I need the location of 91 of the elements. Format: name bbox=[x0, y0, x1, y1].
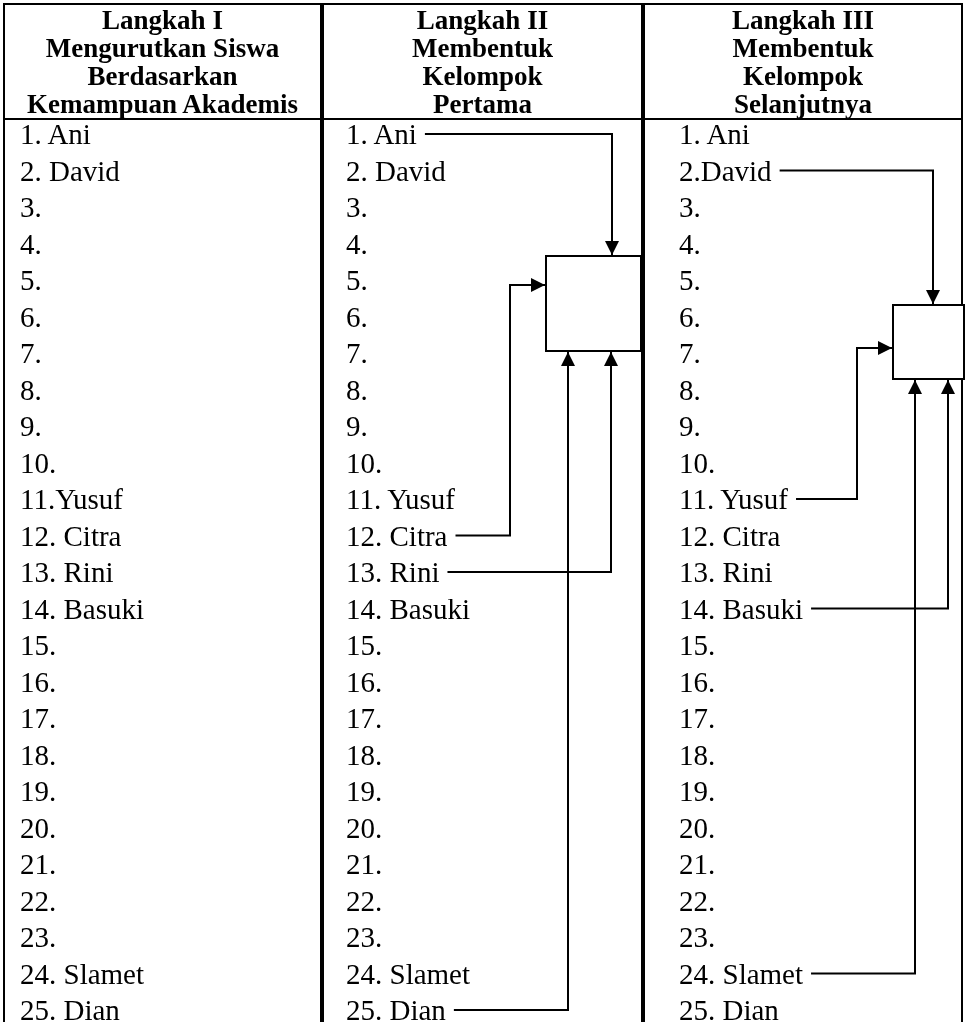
student-name: 21. bbox=[346, 848, 383, 880]
student-name: 1. Ani bbox=[679, 118, 750, 150]
student-name: 2.David bbox=[679, 154, 772, 187]
student-name: 19. bbox=[679, 775, 716, 807]
student-name: 2. David bbox=[346, 154, 446, 187]
group-box bbox=[892, 304, 965, 380]
student-name: 1. Ani bbox=[20, 118, 91, 150]
arrow bbox=[423, 133, 619, 256]
student-name: 17. bbox=[20, 702, 57, 734]
arrow bbox=[810, 379, 955, 610]
arrow bbox=[452, 351, 575, 1011]
student-name: 1. Ani bbox=[346, 118, 417, 150]
student-name: 15. bbox=[679, 629, 716, 661]
student-name: 18. bbox=[20, 738, 57, 771]
group-box bbox=[545, 255, 642, 352]
column-heading: Langkah II bbox=[416, 5, 549, 34]
student-name: 2. David bbox=[20, 154, 120, 187]
student-name: 12. Citra bbox=[20, 519, 122, 552]
student-name: 25. Dian bbox=[346, 994, 446, 1022]
student-name: 6. bbox=[679, 300, 701, 333]
student-name: 3. bbox=[20, 191, 42, 223]
student-name: 20. bbox=[679, 811, 716, 844]
student-name: 11. Yusuf bbox=[346, 483, 456, 515]
student-name: 23. bbox=[346, 921, 383, 953]
student-name: 12. Citra bbox=[679, 519, 781, 552]
student-name: 7. bbox=[679, 337, 701, 369]
arrow bbox=[795, 341, 893, 500]
student-name: 5. bbox=[346, 264, 368, 296]
student-name: 11. Yusuf bbox=[679, 483, 789, 515]
student-name: 17. bbox=[679, 702, 716, 734]
student-name: 16. bbox=[679, 665, 716, 698]
student-name: 25. Dian bbox=[679, 994, 779, 1022]
student-name: 12. Citra bbox=[346, 519, 448, 552]
student-name: 14. Basuki bbox=[20, 592, 145, 625]
student-name: 3. bbox=[679, 191, 701, 223]
arrow bbox=[778, 169, 940, 305]
student-name: 3. bbox=[346, 191, 368, 223]
student-name: 4. bbox=[346, 227, 368, 260]
student-name: 23. bbox=[679, 921, 716, 953]
table-column bbox=[643, 3, 963, 1022]
student-name: 4. bbox=[679, 227, 701, 260]
arrow bbox=[810, 379, 922, 975]
student-name: 16. bbox=[20, 665, 57, 698]
student-name: 22. bbox=[20, 884, 57, 917]
student-name: 14. Basuki bbox=[346, 592, 471, 625]
student-name: 10. bbox=[346, 446, 383, 479]
arrow bbox=[446, 351, 618, 573]
student-name: 13. Rini bbox=[20, 556, 114, 588]
student-name: 10. bbox=[20, 446, 57, 479]
student-name: 22. bbox=[346, 884, 383, 917]
student-name: 8. bbox=[679, 373, 701, 406]
column-heading: Langkah III bbox=[732, 5, 874, 34]
arrow bbox=[454, 278, 546, 537]
student-name: 20. bbox=[20, 811, 57, 844]
student-name: 6. bbox=[20, 300, 42, 333]
student-name: 8. bbox=[20, 373, 42, 406]
table-column bbox=[322, 3, 643, 1022]
student-name: 5. bbox=[679, 264, 701, 296]
student-name: 20. bbox=[346, 811, 383, 844]
student-name: 9. bbox=[20, 410, 42, 442]
student-name: 24. Slamet bbox=[679, 957, 804, 990]
student-name: 21. bbox=[679, 848, 716, 880]
student-name: 5. bbox=[20, 264, 42, 296]
student-name: 7. bbox=[20, 337, 42, 369]
student-name: 15. bbox=[346, 629, 383, 661]
student-name: 13. Rini bbox=[679, 556, 773, 588]
student-name: 16. bbox=[346, 665, 383, 698]
column-heading: Langkah I bbox=[102, 5, 223, 34]
student-name: 10. bbox=[679, 446, 716, 479]
student-name: 19. bbox=[20, 775, 57, 807]
student-name: 7. bbox=[346, 337, 368, 369]
student-name: 8. bbox=[346, 373, 368, 406]
student-name: 9. bbox=[679, 410, 701, 442]
student-name: 15. bbox=[20, 629, 57, 661]
student-name: 13. Rini bbox=[346, 556, 440, 588]
student-name: 17. bbox=[346, 702, 383, 734]
student-name: 21. bbox=[20, 848, 57, 880]
student-name: 23. bbox=[20, 921, 57, 953]
student-name: 22. bbox=[679, 884, 716, 917]
student-name: 14. Basuki bbox=[679, 592, 804, 625]
student-name: 24. Slamet bbox=[346, 957, 471, 990]
student-name: 11.Yusuf bbox=[20, 483, 123, 515]
student-name: 6. bbox=[346, 300, 368, 333]
table-column bbox=[3, 3, 322, 1022]
student-name: 18. bbox=[679, 738, 716, 771]
student-name: 4. bbox=[20, 227, 42, 260]
student-name: 18. bbox=[346, 738, 383, 771]
student-name: 24. Slamet bbox=[20, 957, 145, 990]
student-name: 25. Dian bbox=[20, 994, 120, 1022]
student-name: 9. bbox=[346, 410, 368, 442]
student-name: 19. bbox=[346, 775, 383, 807]
